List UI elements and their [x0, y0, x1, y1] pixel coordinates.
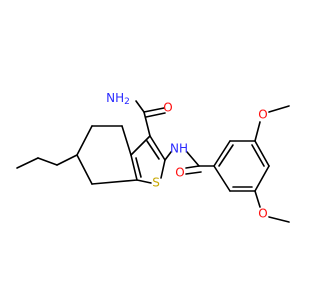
bond-c7-c7a [91, 179, 138, 185]
bond-camide-o-double [145, 112, 166, 118]
bond-ar3-otop [254, 121, 261, 142]
bond-ccarbonyl-o [185, 165, 200, 169]
methoxy-bottom-oxygen-label: O [258, 207, 267, 221]
methoxy-top-oxygen-label: O [258, 108, 267, 122]
bond-camide-n [135, 100, 145, 113]
bond-propyl2-propyl3 [16, 157, 39, 169]
nh-link-label: NH [170, 142, 188, 156]
bond-c5-c6 [76, 125, 93, 156]
bond-c2-c3 [149, 135, 166, 161]
bond-c3a-c7a [130, 154, 138, 181]
carbonyl-oxygen-label: O [175, 166, 184, 180]
bond-ccarbonyl-o-double [185, 171, 202, 175]
bond-ar6-ar1 [213, 165, 231, 192]
bond-ar5-obottom [254, 190, 261, 208]
bond-c6-c7 [76, 154, 93, 185]
bond-ar4-ar5 [254, 165, 270, 192]
atom-labels: NH2 O NH O S O O [106, 91, 268, 221]
bond-ar3-ar4-inner [251, 144, 265, 167]
sulfur-label: S [152, 176, 160, 190]
bond-c2-nh [164, 151, 172, 161]
bond-camide-o [143, 107, 165, 113]
bond-propyl1-propyl2 [37, 157, 58, 166]
bond-ar1-ar2-inner [218, 144, 234, 167]
amide-nh2-label: NH2 [106, 91, 130, 107]
bond-c3a-c4 [121, 125, 132, 156]
molecule-diagram: NH2 O NH O S O O [16, 91, 290, 223]
bond-otop-ch3 [268, 105, 290, 113]
bond-c2-c3-double [146, 140, 160, 160]
amide-oxygen-label: O [163, 101, 172, 115]
bond-s-c2 [160, 159, 166, 179]
bond-layer [16, 100, 290, 223]
bond-ar3-ar4 [254, 140, 270, 167]
bond-nh-ccarbonyl [186, 151, 200, 167]
bond-c6-propyl1 [56, 154, 78, 166]
bond-c3-c3a [130, 135, 151, 156]
bond-obottom-ch3 [268, 216, 290, 223]
structure-svg: NH2 O NH O S O O [16, 91, 290, 223]
bond-c7a-s [136, 179, 152, 184]
bond-c3a-c7a-double [135, 157, 142, 178]
bond-ar1-ar2 [213, 140, 231, 167]
bond-c3-camide [143, 111, 151, 137]
